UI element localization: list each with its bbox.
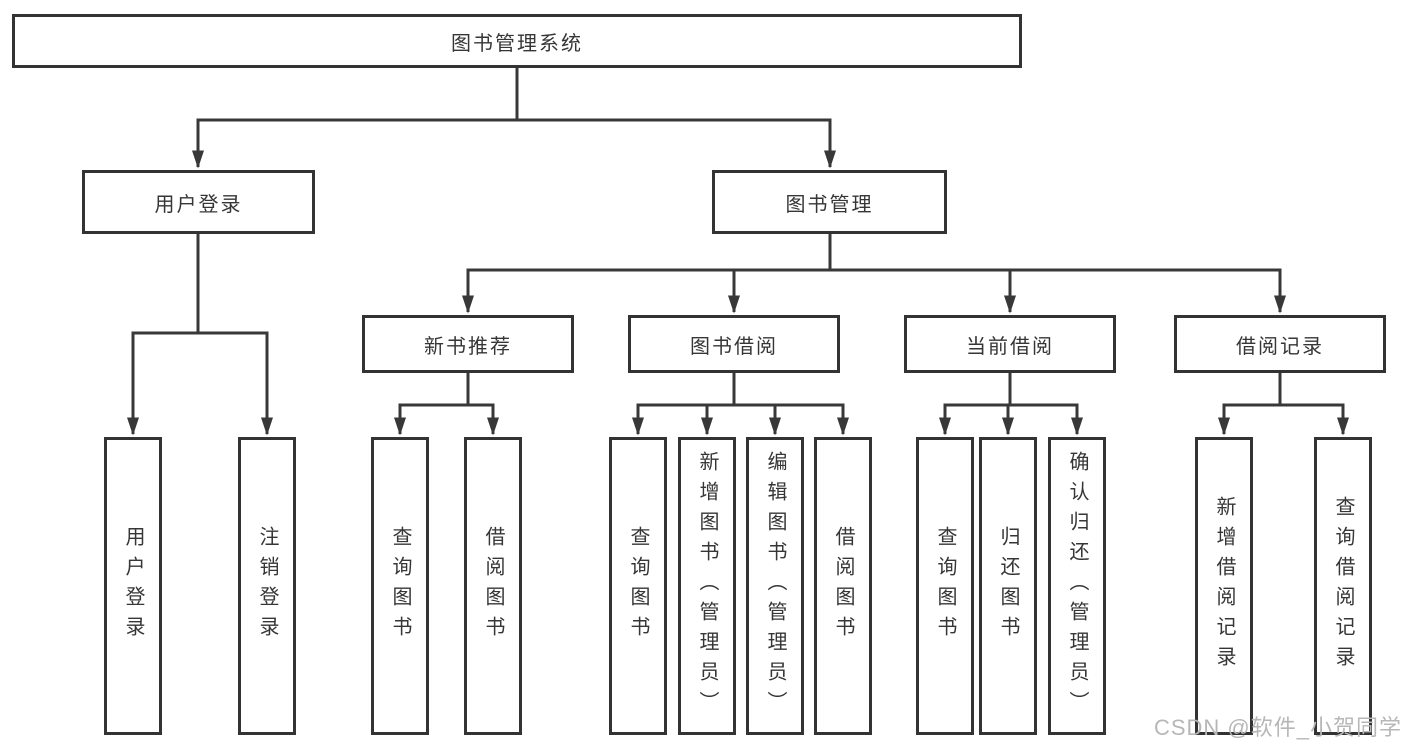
leaf-edit-books-admin: 编辑图书（管理员）: [746, 437, 804, 735]
node-book-management: 图书管理: [712, 170, 947, 234]
node-borrowing-records: 借阅记录: [1174, 315, 1386, 373]
leaf-borrow-books: 借阅图书: [814, 437, 872, 735]
node-new-book-recommend: 新书推荐: [362, 315, 574, 373]
leaf-query-books-current: 查询图书: [916, 437, 974, 735]
leaf-logout: 注销登录: [238, 437, 296, 735]
leaf-query-borrow-record: 查询借阅记录: [1314, 437, 1372, 735]
edge-user-login-to-leaves: [127, 234, 273, 436]
edge-new-book-to-leaves: [394, 373, 499, 436]
leaf-confirm-return-admin: 确认归还（管理员）: [1048, 437, 1106, 735]
watermark: CSDN @软件_小贺同学: [1153, 715, 1402, 740]
node-user-login-branch: 用户登录: [82, 170, 315, 234]
leaf-query-books-borrow: 查询图书: [609, 437, 667, 735]
node-book-borrowing: 图书借阅: [628, 315, 840, 373]
leaf-return-books: 归还图书: [979, 437, 1037, 735]
node-current-borrowing: 当前借阅: [904, 315, 1116, 373]
leaf-add-borrow-record: 新增借阅记录: [1195, 437, 1253, 735]
leaf-user-login: 用户登录: [104, 437, 162, 735]
edge-current-borrow-to-leaves: [939, 373, 1083, 436]
edge-book-borrow-to-leaves: [632, 373, 849, 436]
node-library-system-root: 图书管理系统: [12, 14, 1022, 68]
edge-book-mgmt-to-level3: [462, 234, 1286, 314]
leaf-borrow-books-recommend: 借阅图书: [464, 437, 522, 735]
leaf-add-books-admin: 新增图书（管理员）: [678, 437, 736, 735]
edge-borrow-records-to-leaves: [1218, 373, 1349, 436]
leaf-query-books-recommend: 查询图书: [371, 437, 429, 735]
edge-root-to-level2: [192, 68, 836, 169]
